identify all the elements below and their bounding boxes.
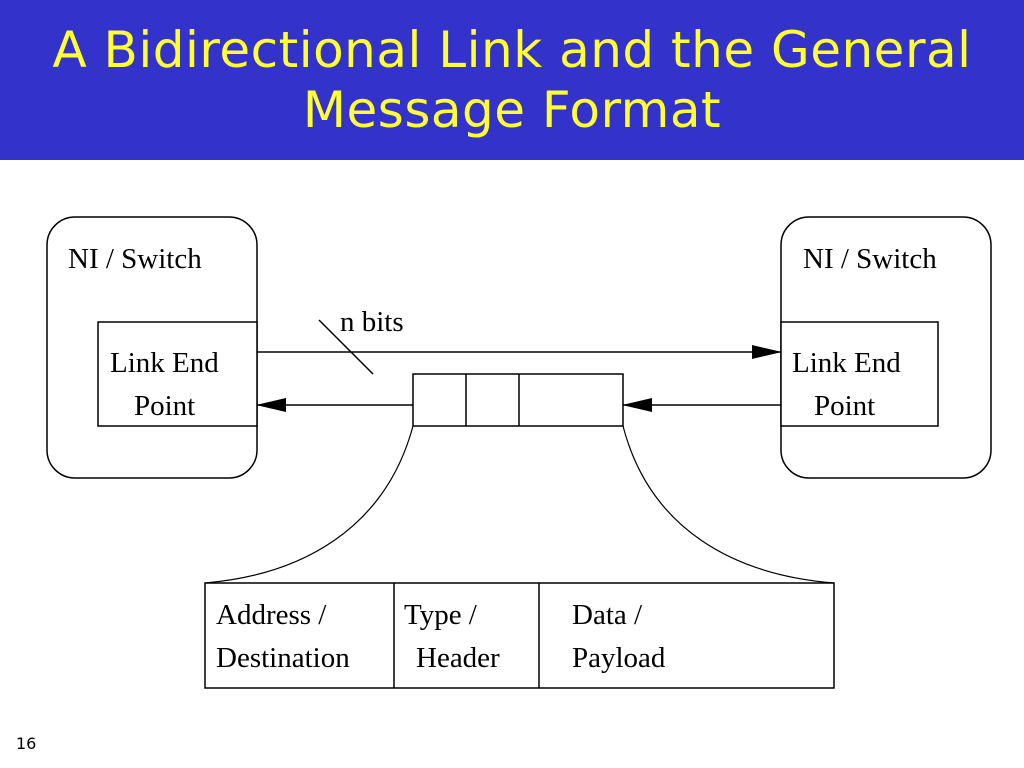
field-type-line-2: Header (416, 642, 500, 674)
right-link-end-point-label-line-1: Link End (792, 347, 901, 379)
left-link-end-point-label-line-1: Link End (110, 347, 219, 379)
field-address-line-2: Destination (216, 642, 350, 674)
page-number: 16 (16, 734, 37, 753)
bus-width-slash (318, 319, 374, 375)
slide-title-line-2: Message Format (302, 81, 722, 139)
field-data-line-1: Data / (572, 599, 643, 631)
message-on-link (412, 373, 624, 427)
field-type-line-1: Type / (404, 599, 478, 631)
field-data-line-2: Payload (572, 642, 666, 674)
left-ni-switch-label: NI / Switch (68, 243, 202, 275)
zoom-curve-left (204, 425, 414, 584)
title-bar: A Bidirectional Link and the General Mes… (0, 0, 1024, 160)
link-width-label: n bits (340, 306, 404, 338)
right-link-end-point-label-line-2: Point (814, 390, 875, 422)
message-format-box (204, 582, 835, 689)
right-ni-switch-label: NI / Switch (803, 243, 937, 275)
zoom-curve-right (622, 425, 835, 584)
right-link-end-point-box (780, 321, 939, 427)
left-link-end-point-label-line-2: Point (134, 390, 195, 422)
left-link-end-point-box (97, 321, 258, 427)
slide-title-line-1: A Bidirectional Link and the General (52, 21, 972, 79)
field-address-line-1: Address / (216, 599, 327, 631)
